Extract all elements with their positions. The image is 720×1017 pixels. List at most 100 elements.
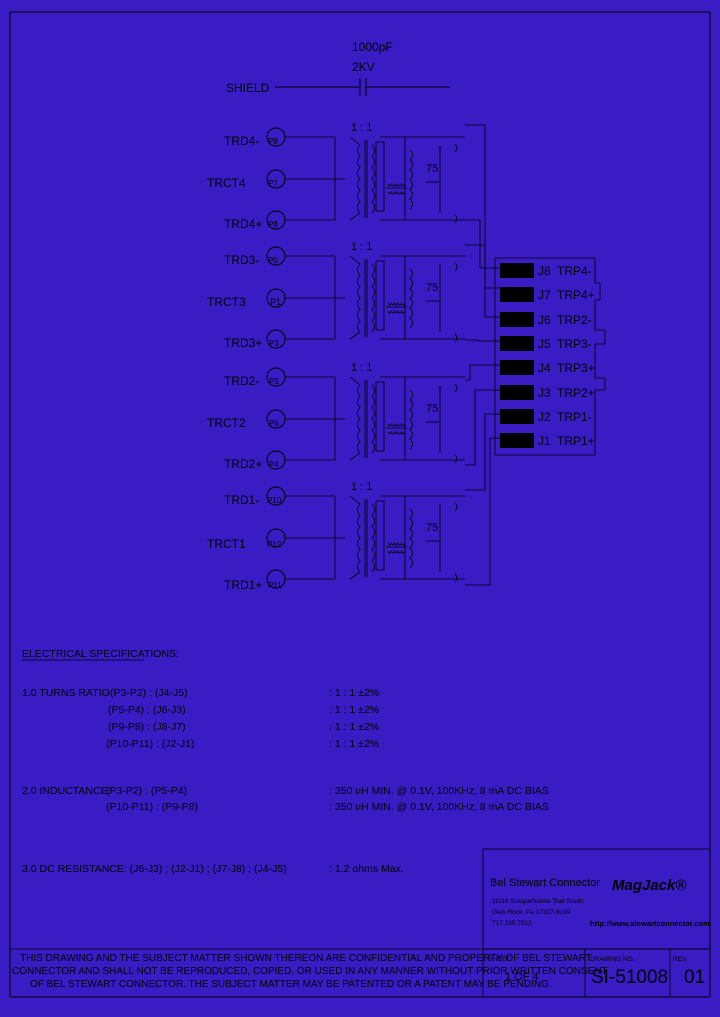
channel-4: TRD1- TRCT1 TRD1+ P10 P12 P11 1 : 1 75 — [207, 481, 438, 592]
ch4-lead-top — [349, 495, 361, 505]
channel-1-ratio: 1 : 1 — [351, 122, 372, 134]
inductance-row-2-value: : 350 uH MIN. @ 0.1V, 100KHz, 8 mA DC BI… — [329, 801, 549, 813]
jack-pin-j7-contact — [500, 287, 534, 302]
jack-pin-j2: J2 TRP1- — [500, 409, 592, 424]
capacitor-voltage: 2KV — [352, 60, 375, 74]
channel-3-ratio: 1 : 1 — [351, 362, 372, 374]
jack-pin-j3-label: TRP2+ — [557, 386, 595, 400]
bus-line-6 — [465, 389, 500, 466]
jack-pin-j7-label: TRP4+ — [557, 288, 595, 302]
ch1-core-box — [375, 141, 385, 212]
channel-4-ratio: 1 : 1 — [351, 481, 372, 493]
ch4-choke-top-coil — [387, 541, 406, 546]
channel-4-ct-label: TRCT1 — [207, 537, 246, 551]
ch3-core-box — [375, 381, 385, 452]
jack-pin-j2-label: TRP1- — [557, 410, 592, 424]
ch1-choke-top-coil — [387, 182, 406, 187]
ch3-lead-bottom — [349, 452, 361, 461]
ch4-choke-right-coil — [409, 508, 413, 569]
dc-resistance-value: : 1.2 ohms Max. — [329, 863, 404, 875]
ch1-primary-coil — [357, 144, 361, 214]
jack-pin-j6-number: J6 — [538, 313, 551, 327]
ch1-choke-bottom-coil — [387, 190, 406, 195]
jack-pin-j7: J7 TRP4+ — [500, 287, 595, 302]
ch4-primary-coil — [357, 503, 361, 573]
channel-4-minus-label: TRD1+ — [224, 578, 262, 592]
inductance-row-1-pair: (P3-P2) : (P5-P4) — [106, 785, 187, 797]
turns-row-1-value: : 1 : 1 ±2% — [329, 687, 379, 699]
jack-pin-j6-label: TRP2- — [557, 313, 592, 327]
ch3-lead-top — [349, 376, 361, 386]
jack-pin-j3-contact — [500, 385, 534, 400]
turns-row-2-pair: (P5-P4) : (J6-J3) — [108, 704, 186, 716]
shield-label: SHIELD — [226, 81, 270, 95]
ch4-lead-bottom — [349, 571, 361, 580]
channel-3-pin-c: P4 — [269, 460, 279, 469]
sheet-border — [9, 11, 711, 998]
channel-1: TRD4- TRCT4 TRD4+ P9 P7 P8 1 : 1 75 — [207, 122, 438, 231]
title-block: Bel Stewart Connector 11118 Susquehanna … — [482, 848, 711, 950]
drawing-number-label: DRAWING NO. — [590, 956, 635, 963]
website-url: http://www.stewartconnector.com — [590, 919, 710, 928]
sheet-label: SHEET — [488, 956, 510, 963]
revision-label: REV. — [673, 956, 688, 963]
ch2-ferrite-top — [454, 262, 458, 272]
bus-line-5 — [465, 364, 500, 381]
sheet-value: 1 OF 4 — [505, 971, 539, 983]
ch2-core-box — [375, 260, 385, 331]
company-name: Bel Stewart Connector — [490, 877, 600, 889]
jack-pin-j2-contact — [500, 409, 534, 424]
ch3-secondary-coil — [371, 384, 375, 454]
bus-line-3 — [465, 244, 500, 318]
company-phone: 717.235.7512 — [492, 920, 532, 927]
jack-pin-j2-number: J2 — [538, 410, 551, 424]
inductance-row-2-pair: (P10-P11) : (P9-P8) — [106, 801, 198, 813]
channel-2-pin-a: P0 — [268, 256, 278, 265]
ch1-lead-bottom — [349, 212, 361, 221]
ch2-lead-bottom — [349, 331, 361, 340]
channel-1-ct-label: TRCT4 — [207, 176, 246, 190]
channel-1-pin-a: P9 — [268, 137, 278, 146]
jack-pin-j7-number: J7 — [538, 288, 551, 302]
jack-pin-j1-label: TRP1+ — [557, 434, 595, 448]
ch4-secondary-coil — [371, 503, 375, 573]
channel-1-minus-label: TRD4+ — [224, 217, 262, 231]
specs-heading: ELECTRICAL SPECIFICATIONS: — [22, 648, 179, 660]
circuit-lines — [266, 124, 500, 589]
channel-3-plus-label: TRD2- — [224, 374, 259, 388]
bus-line-1 — [465, 124, 500, 289]
channel-3-minus-label: TRD2+ — [224, 457, 262, 471]
ch4-ferrite-bottom — [454, 573, 458, 583]
channel-2-resistor: 75 — [426, 282, 438, 294]
jack-pin-j6: J6 TRP2- — [500, 312, 592, 327]
ch2-ferrite-bottom — [454, 333, 458, 343]
jack-pin-j4-label: TRP3+ — [557, 361, 595, 375]
shield-capacitor — [275, 78, 450, 96]
jack-pin-j1-number: J1 — [538, 434, 551, 448]
turns-row-3-value: : 1 : 1 ±2% — [329, 721, 379, 733]
channel-1-resistor: 75 — [426, 163, 438, 175]
channel-4-pin-a: P10 — [267, 496, 282, 505]
channel-4-pin-b: P12 — [267, 540, 282, 549]
company-address-line-2: Glen Rock, Pa 17327-9199 — [492, 909, 571, 916]
ch3-choke-top-coil — [387, 422, 406, 427]
ch2-lead-top — [349, 255, 361, 265]
bus-line-8 — [465, 437, 500, 586]
ch2-choke-bottom-coil — [387, 309, 406, 314]
jack-pin-j8-number: J8 — [538, 264, 551, 278]
channel-4-plus-label: TRD1- — [224, 493, 259, 507]
specifications: ELECTRICAL SPECIFICATIONS: 1.0 TURNS RAT… — [22, 648, 549, 875]
ch1-lead-top — [349, 136, 361, 146]
ch3-ferrite-bottom — [454, 454, 458, 464]
ch3-primary-coil — [357, 384, 361, 454]
dc-resistance-label: 3.0 DC RESISTANCE: (J6-J3) ; (J2-J1) ; (… — [22, 863, 287, 875]
jack-pin-j1-contact — [500, 433, 534, 448]
jack-pin-j8-label: TRP4- — [557, 264, 592, 278]
capacitor-value: 1000pF — [352, 40, 393, 54]
drawing-number: SI-51008 — [591, 967, 668, 988]
jack-pin-j8: J8 TRP4- — [500, 263, 592, 278]
channel-2-pin-b: P1 — [270, 297, 281, 307]
turns-row-4-pair: (P10-P11) : (J2-J1) — [106, 738, 195, 750]
channel-1-plus-label: TRD4- — [224, 134, 259, 148]
